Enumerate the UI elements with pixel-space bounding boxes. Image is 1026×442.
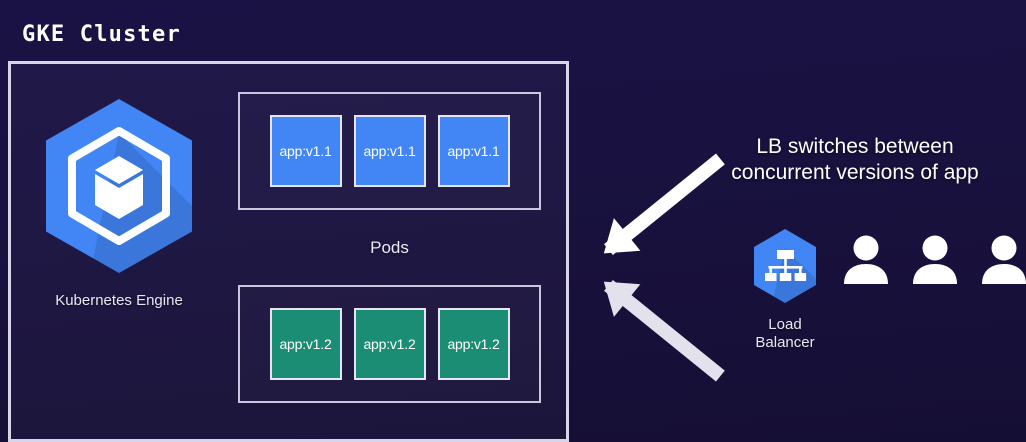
user-person-icon [978,232,1026,284]
arrow-to-v11-pods-icon [586,148,746,263]
pod-item: app:v1.2 [269,308,342,380]
user-person-icon [840,232,892,284]
load-balancer-hierarchy-icon [745,226,825,311]
kubernetes-engine-node: Kubernetes Engine [24,93,214,343]
page-title: GKE Cluster [22,22,181,47]
pod-item: app:v1.1 [269,115,342,187]
pod-item: app:v1.2 [353,308,426,380]
pods-label: Pods [370,238,409,257]
pod-item: app:v1.1 [437,115,510,187]
pod-group-v12: app:v1.2 app:v1.2 app:v1.2 [238,285,541,403]
pod-row: app:v1.2 app:v1.2 app:v1.2 [240,287,539,401]
lb-annotation-line1: LB switches between [756,135,954,158]
lb-annotation-line2: concurrent versions of app [731,160,979,184]
lb-annotation: LB switches between concurrent versions … [690,134,1020,185]
arrow-to-v12-pods-icon [586,277,746,392]
kubernetes-engine-label: Kubernetes Engine [55,292,183,309]
user-person-icon [909,232,961,284]
load-balancer-label-line1: Load [768,316,802,333]
pod-group-v11: app:v1.1 app:v1.1 app:v1.1 [238,92,541,210]
load-balancer-node: Load Balancer [733,226,837,353]
load-balancer-label: Load Balancer [755,316,814,353]
users-group [840,232,1026,284]
kubernetes-engine-hexagon-icon [26,93,212,284]
load-balancer-label-line2: Balancer [755,334,815,352]
pod-item: app:v1.1 [353,115,426,187]
pod-row: app:v1.1 app:v1.1 app:v1.1 [240,94,539,208]
gke-cluster-boundary [8,61,569,442]
pod-item: app:v1.2 [437,308,510,380]
